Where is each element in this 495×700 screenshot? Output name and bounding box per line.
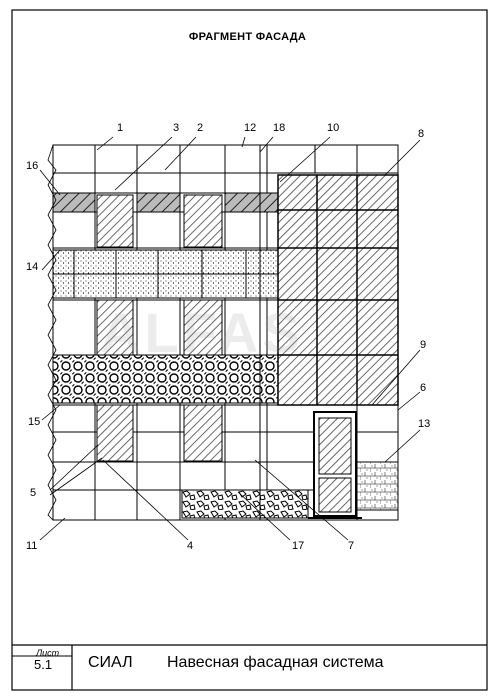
callout-1: 1	[117, 122, 124, 134]
callout-18: 18	[273, 122, 286, 134]
drawing-title: ФРАГМЕНТ ФАСАДА	[188, 31, 307, 43]
callout-4: 4	[187, 540, 194, 552]
sheet-number: 5.1	[34, 657, 53, 672]
sheet-label: Лист	[36, 648, 60, 658]
callout-15: 15	[28, 416, 41, 428]
callout-9: 9	[420, 339, 427, 351]
callout-5: 5	[30, 487, 37, 499]
callout-8: 8	[418, 128, 425, 140]
callout-6: 6	[420, 382, 427, 394]
callout-13: 13	[418, 418, 431, 430]
callout-3: 3	[173, 122, 180, 134]
callout-14: 14	[26, 261, 39, 273]
callout-10: 10	[327, 122, 340, 134]
callout-11: 11	[26, 540, 38, 552]
callout-12: 12	[244, 122, 257, 134]
callout-7: 7	[348, 540, 355, 552]
callout-17: 17	[292, 540, 305, 552]
organization-name: СИАЛ	[88, 654, 133, 671]
callout-16: 16	[26, 160, 39, 172]
watermark: ALFAS	[100, 301, 304, 364]
drawing-name: Навесная фасадная система	[167, 654, 384, 671]
callout-2: 2	[197, 122, 204, 134]
